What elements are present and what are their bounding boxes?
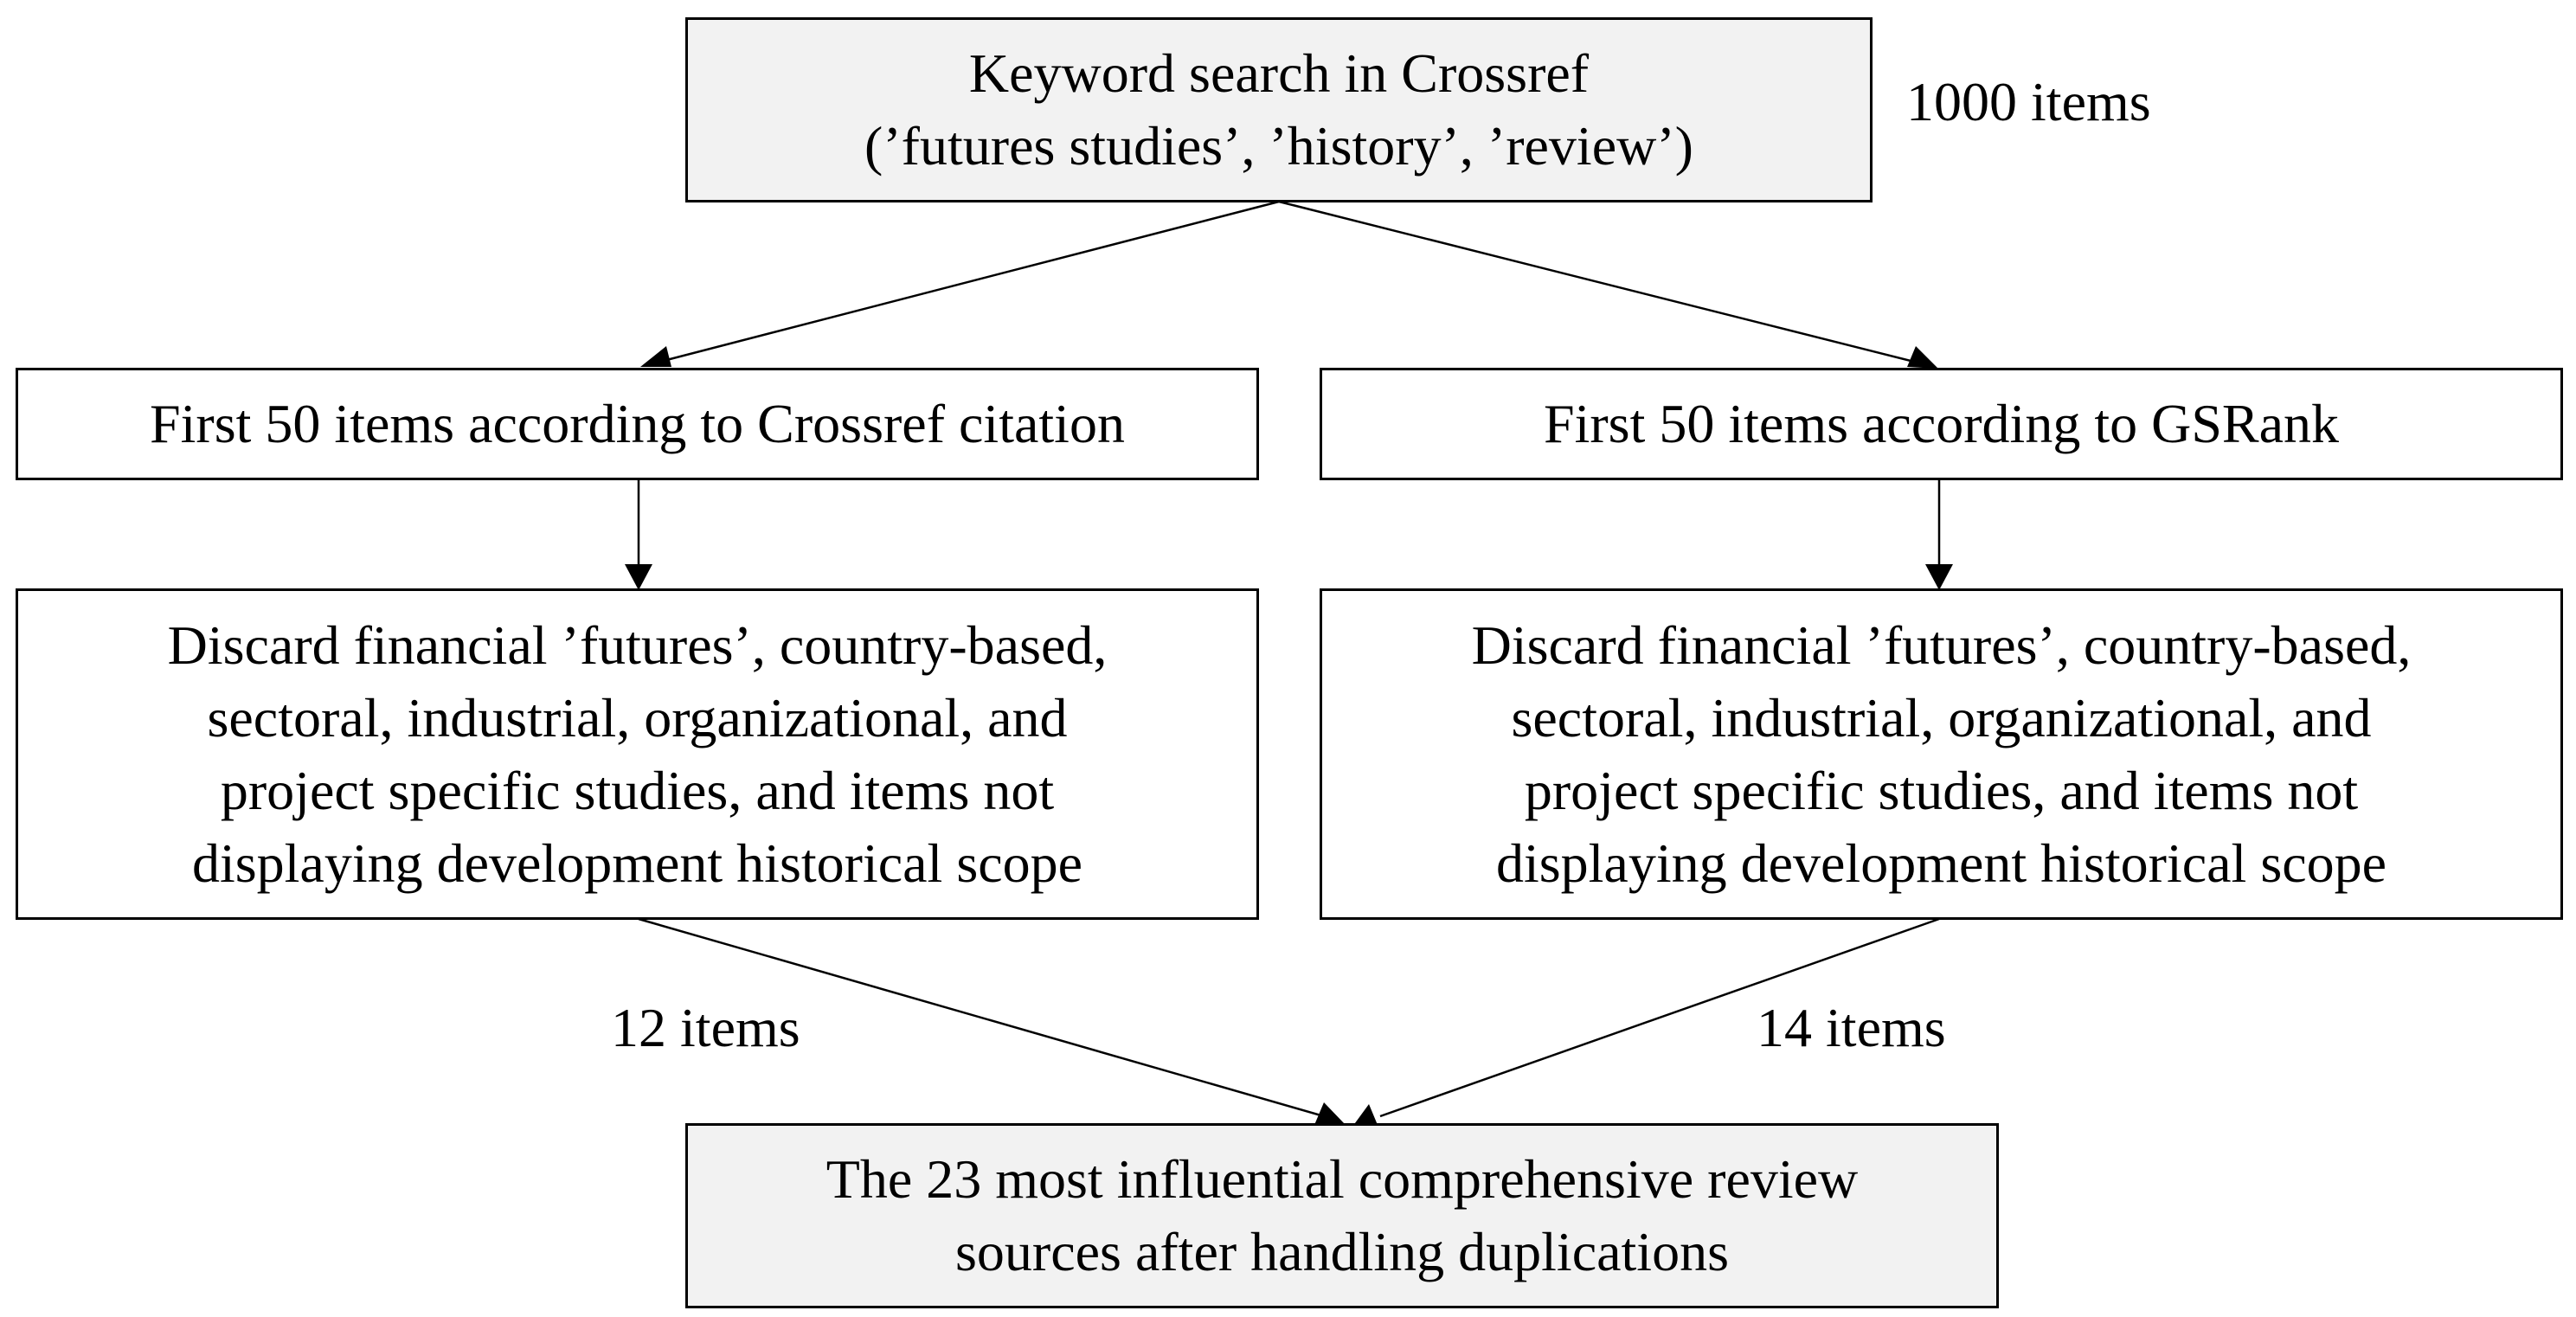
crossref-first50-text: First 50 items according to Crossref cit… [150, 393, 1125, 454]
crossref-first50-box: First 50 items according to Crossref cit… [16, 368, 1259, 480]
arrowhead-discard-right [1925, 564, 1953, 590]
arrow-discard-right-to-final [1379, 917, 1940, 1118]
discard-left-line3: project specific studies, and items not [220, 759, 1055, 821]
keyword-search-line1: Keyword search in Crossref [968, 42, 1590, 104]
arrow-search-to-gsrank [1278, 200, 1922, 365]
arrowhead-crossref [640, 346, 671, 367]
arrowhead-discard-left [625, 564, 652, 590]
discard-left-line4: displaying development historical scope [191, 832, 1083, 894]
discard-right-box: Discard financial ’futures’, country-bas… [1320, 588, 2563, 920]
arrowhead-gsrank [1907, 346, 1938, 369]
discard-right-line2: sectoral, industrial, organizational, an… [1511, 686, 2372, 748]
discard-left-line1: Discard financial ’futures’, country-bas… [167, 614, 1108, 676]
gsrank-first50-box: First 50 items according to GSRank [1320, 368, 2563, 480]
arrowhead-final-left [1314, 1102, 1346, 1125]
discard-right-line3: project specific studies, and items not [1524, 759, 2359, 821]
final-sources-box: The 23 most influential comprehensive re… [685, 1123, 1999, 1308]
final-sources-line1: The 23 most influential comprehensive re… [825, 1148, 1859, 1210]
discard-right-line1: Discard financial ’futures’, country-bas… [1471, 614, 2412, 676]
discard-left-box: Discard financial ’futures’, country-bas… [16, 588, 1259, 920]
discard-left-line2: sectoral, industrial, organizational, an… [207, 686, 1068, 748]
arrow-discard-left-to-final [638, 917, 1325, 1118]
right-count-label: 14 items [1757, 997, 1946, 1058]
keyword-search-box: Keyword search in Crossref (’futures stu… [685, 17, 1873, 202]
keyword-search-line2: (’futures studies’, ’history’, ’review’) [864, 115, 1693, 177]
final-sources-line2: sources after handling duplications [955, 1221, 1729, 1282]
initial-count-label: 1000 items [1906, 71, 2151, 132]
arrowhead-final-right [1352, 1104, 1378, 1127]
arrow-search-to-crossref [652, 200, 1280, 365]
discard-right-line4: displaying development historical scope [1495, 832, 2387, 894]
left-count-label: 12 items [611, 997, 800, 1058]
gsrank-first50-text: First 50 items according to GSRank [1543, 393, 2340, 454]
